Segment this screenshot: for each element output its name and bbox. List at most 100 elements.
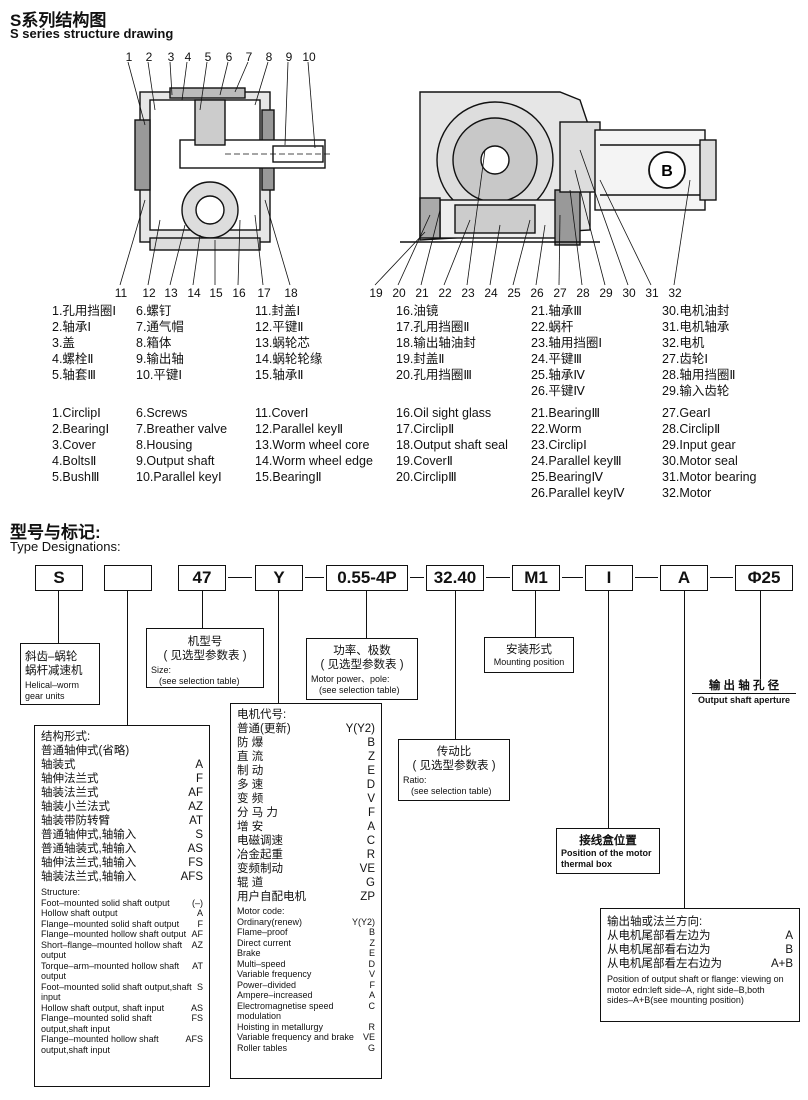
code-row-value: G <box>367 1042 375 1053</box>
part-label: 7.Breather valve <box>136 422 228 436</box>
code-row: Foot–mounted solid shaft output,shaft in… <box>41 982 203 1003</box>
callout-number: 32 <box>668 286 682 300</box>
code-row-value: Y(Y2) <box>345 723 375 735</box>
code-row-value: F <box>367 807 375 819</box>
code-row-value: A <box>368 990 375 1000</box>
gear-units-en-2: gear units <box>25 690 65 701</box>
ratio-cn-2: ( 见选型参数表 ) <box>412 760 496 772</box>
callout-number: 19 <box>369 286 383 300</box>
gear-units-en-1: Helical–worm <box>25 680 80 690</box>
code-row-label: Hoisting in metallurgy <box>237 1021 324 1032</box>
code-row-value: VE <box>362 1032 375 1042</box>
callout-number: 6 <box>225 50 233 64</box>
part-label: 18.输出轴油封 <box>396 336 476 350</box>
part-label: 9.Output shaft <box>136 454 215 468</box>
callout-number: 31 <box>645 286 659 300</box>
part-label: 32.电机 <box>662 336 705 350</box>
callout-number: 24 <box>484 286 498 300</box>
code-row: Ordinary(renew) Y(Y2) <box>237 917 375 928</box>
code-row-value: AF <box>188 787 203 799</box>
code-row-value: AFS <box>180 871 203 883</box>
code-row-value: A+B <box>770 958 793 970</box>
part-label: 25.BearingⅣ <box>531 470 603 484</box>
part-label: 17.CirclipⅡ <box>396 422 455 436</box>
callout-number: 4 <box>184 50 192 64</box>
part-label: 20.孔用挡圈Ⅲ <box>396 368 472 382</box>
code-row-label: Foot–mounted solid shaft output <box>41 897 170 908</box>
power-en-2: (see selection table) <box>319 684 400 695</box>
code-motor: Y <box>255 565 303 591</box>
structure-en-list: Foot–mounted solid shaft output(–)Hollow… <box>41 898 203 1056</box>
code-row-label: Short–flange–mounted hollow shaft output <box>41 939 183 961</box>
power-en-1: Motor power、pole: <box>311 674 390 684</box>
code-row-value: A <box>367 821 375 833</box>
type-title-en: Type Designations: <box>10 539 121 554</box>
code-series: S <box>35 565 83 591</box>
part-label: 3.盖 <box>52 336 75 350</box>
code-row-label: Hollow shaft output <box>41 908 118 918</box>
code-row-value: AS <box>190 1002 203 1013</box>
part-label: 32.Motor <box>662 486 712 500</box>
callout-number: 29 <box>599 286 613 300</box>
callout-number: 5 <box>204 50 212 64</box>
thermal-en-1: Position of the motor <box>561 848 652 858</box>
code-row-label: Roller tables <box>237 1042 288 1053</box>
part-label: 22.Worm <box>531 422 582 436</box>
code-row-label: 轴装法兰式 <box>41 787 99 799</box>
part-label: 30.Motor seal <box>662 454 738 468</box>
code-row-value: Y(Y2) <box>351 916 375 927</box>
gear-units-cn-2: 蜗杆减速机 <box>25 665 83 677</box>
gear-units-box: 斜齿–蜗轮 蜗杆减速机 Helical–worm gear units <box>20 643 100 705</box>
direction-en: Position of output shaft or flange: view… <box>607 974 784 1005</box>
part-label: 17.孔用挡圈Ⅱ <box>396 320 470 334</box>
size-en-2: (see selection table) <box>159 675 240 686</box>
code-row-label: 变频制动 <box>237 863 283 875</box>
part-label: 14.蜗轮轮缘 <box>255 352 323 366</box>
power-box: 功率、极数 ( 见选型参数表 ) Motor power、pole: (see … <box>306 638 418 700</box>
part-label: 28.CirclipⅡ <box>662 422 721 436</box>
code-row-label: 普通(更新) <box>237 723 291 735</box>
code-row-label: Variable frequency <box>237 969 312 979</box>
part-label: 26.Parallel keyⅣ <box>531 486 625 500</box>
part-label: 24.Parallel keyⅢ <box>531 454 622 468</box>
part-label: 28.轴用挡圈Ⅱ <box>662 368 736 382</box>
code-row-value: Z <box>367 751 375 763</box>
part-label: 13.Worm wheel core <box>255 438 370 452</box>
code-row-label: Foot–mounted solid shaft output,shaft in… <box>41 981 192 1003</box>
part-label: 22.蜗杆 <box>531 320 574 334</box>
code-row-label: Ordinary(renew) <box>237 916 303 927</box>
callout-number: 25 <box>507 286 521 300</box>
part-label: 21.BearingⅢ <box>531 406 601 420</box>
part-label: 29.输入齿轮 <box>662 384 730 398</box>
callout-number: 16 <box>232 286 246 300</box>
thermal-cn: 接线盒位置 <box>579 835 637 847</box>
code-row: Roller tables G <box>237 1043 375 1054</box>
part-label: 4.螺栓Ⅱ <box>52 352 94 366</box>
part-label: 12.Parallel keyⅡ <box>255 422 344 436</box>
ratio-box: 传动比 ( 见选型参数表 ) Ratio: (see selection tab… <box>398 739 510 801</box>
code-row-label: 变 频 <box>237 793 264 805</box>
code-row-value: C <box>366 835 375 847</box>
code-row-value: VE <box>359 863 375 875</box>
code-row-value: ZP <box>360 891 375 903</box>
code-row-label: 轴装带防转臂 <box>41 815 110 827</box>
